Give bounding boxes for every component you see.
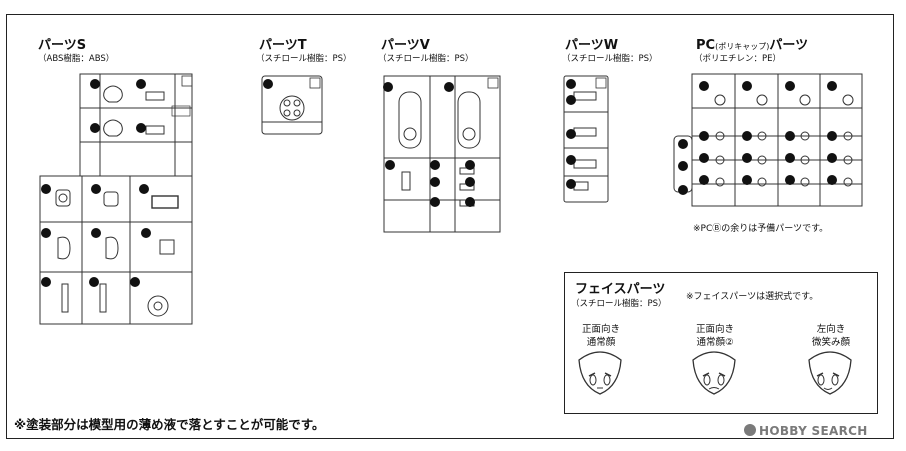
face-parts-box	[564, 272, 878, 414]
face-parts-note: ※フェイスパーツは選択式です。	[686, 292, 819, 302]
runner-s-part-numbers	[41, 79, 151, 287]
face-label-2-line2: 通常顔②	[696, 337, 734, 348]
parts-pc-title-tail: パーツ	[769, 38, 809, 53]
face-label-2-line1: 正面向き	[695, 324, 734, 335]
runner-s	[39, 73, 193, 325]
parts-w-material: （スチロール樹脂：PS）	[562, 54, 658, 64]
face-label-1: 正面向き 通常顔	[566, 323, 636, 349]
face-normal-front-2	[692, 351, 736, 395]
runner-w-part-numbers	[566, 79, 576, 189]
parts-pc-title-main: PC	[696, 38, 716, 53]
face-parts-material: （スチロール樹脂：PS）	[571, 299, 667, 309]
face-label-2: 正面向き 通常顔②	[680, 323, 750, 349]
parts-pc-title-paren: (ポリキャップ)	[715, 42, 770, 51]
parts-pc-title: PC(ポリキャップ)パーツ	[696, 38, 808, 54]
parts-v-title: パーツV	[381, 38, 430, 53]
parts-pc-material: （ポリエチレン：PE）	[694, 54, 781, 64]
runner-pc-part-labels	[678, 81, 837, 195]
runner-t	[261, 75, 323, 135]
runner-v	[383, 75, 501, 233]
watermark: HOBBY SEARCH	[744, 424, 868, 438]
face-label-3-line1: 左向き	[816, 324, 846, 335]
face-label-1-line2: 通常顔	[586, 337, 616, 348]
parts-s-material: （ABS樹脂：ABS）	[38, 54, 115, 64]
face-parts-title: フェイスパーツ	[575, 282, 666, 297]
parts-t-material: （スチロール樹脂：PS）	[256, 54, 352, 64]
face-label-3: 左向き 微笑み顔	[796, 323, 866, 349]
paint-removal-note: ※塗装部分は模型用の薄め液で落とすことが可能です。	[14, 417, 325, 432]
runner-pc-caps	[714, 94, 854, 187]
face-label-1-line1: 正面向き	[581, 324, 620, 335]
parts-t-title: パーツT	[259, 38, 307, 53]
face-label-3-line2: 微笑み顔	[811, 337, 850, 348]
parts-s-title: パーツS	[38, 38, 87, 53]
watermark-text: HOBBY SEARCH	[759, 424, 868, 438]
face-normal-front	[578, 351, 622, 395]
parts-w-title: パーツW	[565, 38, 619, 53]
parts-pc-note: ※PCⒷの余りは予備パーツです。	[693, 224, 829, 234]
face-smile-left	[808, 351, 852, 395]
runner-v-part-numbers	[383, 82, 475, 207]
parts-v-material: （スチロール樹脂：PS）	[378, 54, 474, 64]
instruction-frame	[6, 14, 894, 439]
hobbysearch-logo-icon	[744, 424, 756, 436]
